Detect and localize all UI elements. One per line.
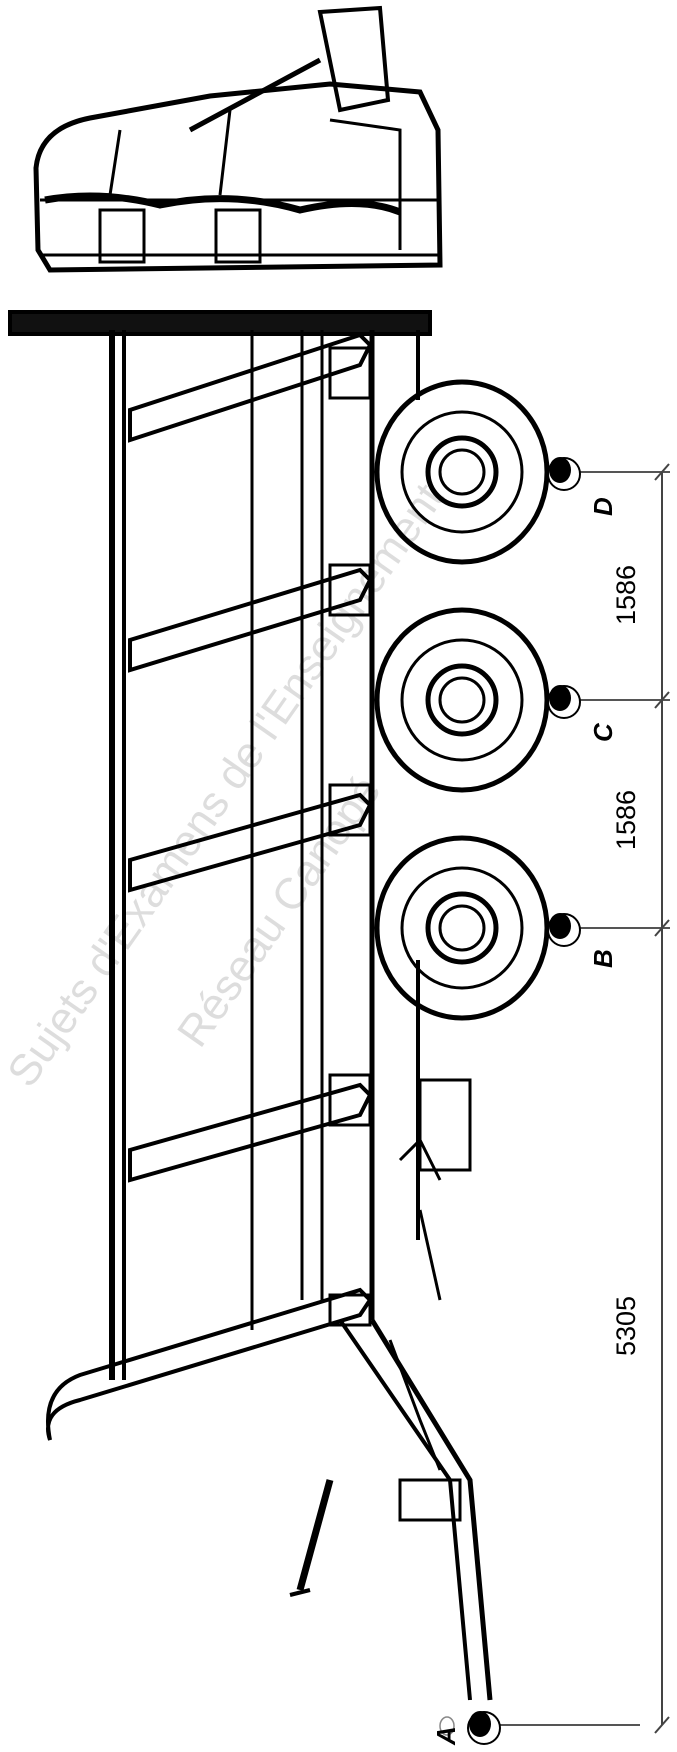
dimension-line (654, 463, 670, 1734)
main-frame (8, 310, 432, 1380)
point-label-b: B (588, 949, 618, 968)
point-marker-b (547, 913, 581, 947)
point-label-c: C (588, 722, 618, 742)
point-marker-c (547, 685, 581, 719)
point-marker-a (439, 1711, 501, 1745)
point-label-d: D (588, 497, 618, 516)
watermark: Sujets d'Examens de l'Enseignement Résea… (0, 475, 453, 1096)
side-stakes (46, 332, 373, 1441)
reference-lines (485, 471, 670, 1726)
dimension-label-a-b: 5305 (611, 1296, 641, 1356)
wheel-rear (374, 835, 550, 1021)
point-label-a: A (431, 1726, 461, 1746)
dimension-label-c-d: 1586 (611, 565, 641, 625)
front-machinery (33, 5, 443, 273)
wheel-front (374, 379, 550, 565)
dimension-label-b-c: 1586 (611, 790, 641, 850)
drawbar (289, 1078, 493, 1701)
point-marker-d (547, 457, 581, 491)
wheel-middle (374, 607, 550, 793)
measurement-points (439, 457, 581, 1745)
